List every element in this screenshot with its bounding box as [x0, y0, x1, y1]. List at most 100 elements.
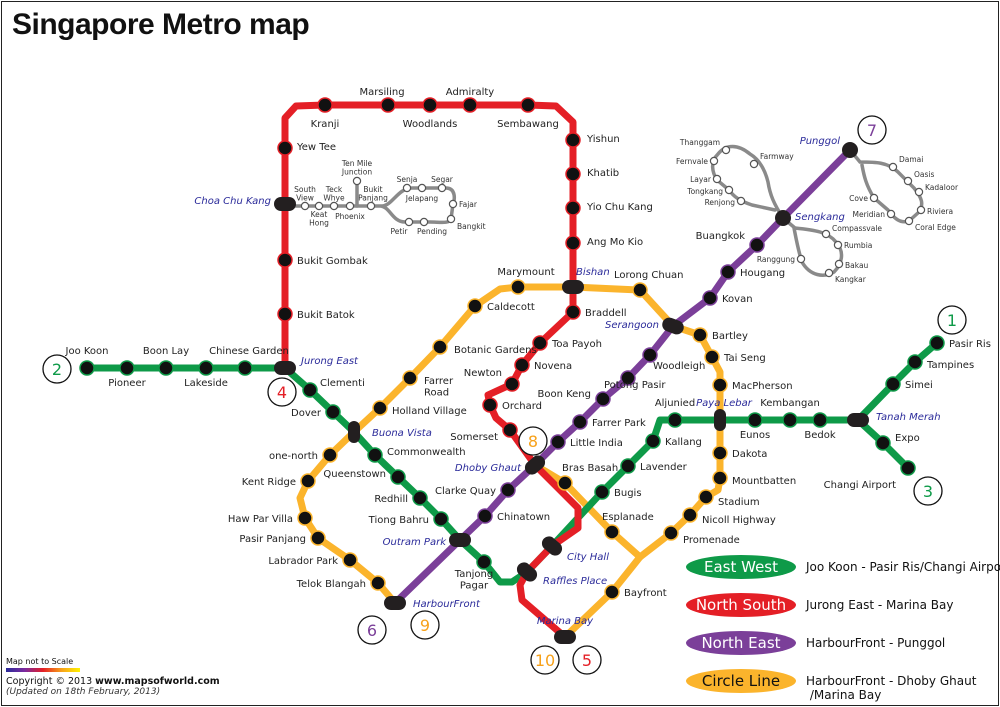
lrt-station-south-view[interactable] — [300, 201, 310, 211]
station-one-north[interactable] — [322, 447, 338, 463]
station-tanjong-pagar[interactable] — [476, 554, 492, 570]
station-yio-chu-kang[interactable] — [565, 200, 581, 216]
station-clarke-quay[interactable] — [500, 482, 516, 498]
lrt-station-ten-mile-junction[interactable] — [352, 176, 362, 186]
station-woodlands[interactable] — [422, 97, 438, 113]
interchange-tanah-merah[interactable] — [847, 413, 869, 427]
station-farrer-road[interactable] — [402, 370, 418, 386]
interchange-paya-lebar[interactable] — [714, 409, 726, 431]
station-bugis[interactable] — [594, 484, 610, 500]
station-toa-payoh[interactable] — [532, 335, 548, 351]
station-joo-koon[interactable] — [79, 360, 95, 376]
station-caldecott[interactable] — [467, 298, 483, 314]
lrt-station-thanggam[interactable] — [721, 145, 731, 155]
station-khatib[interactable] — [565, 166, 581, 182]
station-nicoll-highway[interactable] — [682, 507, 698, 523]
station-boon-lay[interactable] — [158, 360, 174, 376]
station-simei[interactable] — [885, 376, 901, 392]
station-bartley[interactable] — [692, 327, 708, 343]
lrt-station-rumbia[interactable] — [833, 240, 843, 250]
station-buangkok[interactable] — [749, 237, 765, 253]
interchange-sengkang[interactable] — [775, 210, 791, 226]
interchange-serangoon[interactable] — [660, 316, 685, 337]
station-bukit-gombak[interactable] — [277, 252, 293, 268]
lrt-station-damai[interactable] — [888, 162, 898, 172]
lrt-station-bukit-panjang[interactable] — [366, 201, 376, 211]
lrt-station-meridian[interactable] — [886, 209, 896, 219]
station-kovan[interactable] — [702, 290, 718, 306]
station-macpherson[interactable] — [712, 377, 728, 393]
station-lorong-chuan[interactable] — [632, 282, 648, 298]
station-stadium[interactable] — [698, 489, 714, 505]
station-braddell[interactable] — [565, 304, 581, 320]
lrt-station-kangkar[interactable] — [824, 268, 834, 278]
interchange-jurong-east[interactable] — [274, 361, 296, 375]
station-labrador-park[interactable] — [342, 552, 358, 568]
station-haw-par-villa[interactable] — [297, 510, 313, 526]
lrt-station-kadaloor[interactable] — [914, 187, 924, 197]
lrt-station-petir[interactable] — [404, 217, 414, 227]
station-expo[interactable] — [875, 435, 891, 451]
interchange-punggol[interactable] — [842, 142, 858, 158]
station-kembangan[interactable] — [782, 412, 798, 428]
lrt-station-fernvale[interactable] — [709, 156, 719, 166]
lrt-station-ranggung[interactable] — [796, 254, 806, 264]
station-bukit-batok[interactable] — [277, 306, 293, 322]
lrt-station-bakau[interactable] — [834, 259, 844, 269]
station-esplanade[interactable] — [604, 524, 620, 540]
station-kranji[interactable] — [317, 97, 333, 113]
station-pasir-ris[interactable] — [929, 335, 945, 351]
interchange-marina-bay[interactable] — [554, 630, 576, 644]
lrt-station-layar[interactable] — [712, 174, 722, 184]
station-holland-village[interactable] — [372, 400, 388, 416]
lrt-station-tongkang[interactable] — [724, 185, 734, 195]
station-marsiling[interactable] — [380, 97, 396, 113]
station-lakeside[interactable] — [198, 360, 214, 376]
lrt-station-senja[interactable] — [402, 183, 412, 193]
station-pioneer[interactable] — [119, 360, 135, 376]
interchange-raffles-place[interactable] — [514, 560, 540, 585]
station-hougang[interactable] — [720, 264, 736, 280]
station-promenade[interactable] — [663, 525, 679, 541]
lrt-station-coral-edge[interactable] — [904, 216, 914, 226]
interchange-buona-vista[interactable] — [348, 421, 360, 443]
lrt-station-fajar[interactable] — [448, 199, 458, 209]
station-tai-seng[interactable] — [704, 349, 720, 365]
station-mountbatten[interactable] — [712, 470, 728, 486]
station-dakota[interactable] — [712, 445, 728, 461]
station-yishun[interactable] — [565, 132, 581, 148]
station-bras-basah[interactable] — [557, 475, 573, 491]
station-lavender[interactable] — [620, 458, 636, 474]
lrt-station-farmway[interactable] — [749, 159, 759, 169]
station-kent-ridge[interactable] — [300, 473, 316, 489]
station-woodleigh[interactable] — [642, 347, 658, 363]
station-telok-blangah[interactable] — [370, 575, 386, 591]
station-yew-tee[interactable] — [277, 140, 293, 156]
interchange-bishan[interactable] — [562, 280, 584, 294]
station-newton[interactable] — [504, 376, 520, 392]
station-somerset[interactable] — [502, 422, 518, 438]
website-link[interactable]: www.mapsofworld.com — [95, 676, 220, 687]
station-kallang[interactable] — [645, 433, 661, 449]
station-pasir-panjang[interactable] — [310, 530, 326, 546]
interchange-city-hall[interactable] — [539, 534, 565, 559]
station-chinese-garden[interactable] — [237, 360, 253, 376]
lrt-station-renjong[interactable] — [736, 196, 746, 206]
station-little-india[interactable] — [550, 434, 566, 450]
lrt-station-compassvale[interactable] — [821, 229, 831, 239]
station-chinatown[interactable] — [477, 508, 493, 524]
station-commonwealth[interactable] — [367, 447, 383, 463]
lrt-station-phoenix[interactable] — [345, 201, 355, 211]
station-novena[interactable] — [514, 357, 530, 373]
station-clementi[interactable] — [302, 382, 318, 398]
station-dover[interactable] — [325, 404, 341, 420]
lrt-station-teck-whye[interactable] — [329, 201, 339, 211]
station-bayfront[interactable] — [604, 584, 620, 600]
lrt-station-jelapang[interactable] — [417, 183, 427, 193]
station-redhill[interactable] — [412, 490, 428, 506]
station-tampines[interactable] — [907, 354, 923, 370]
station-bedok[interactable] — [812, 412, 828, 428]
interchange-outram-park[interactable] — [449, 533, 471, 547]
interchange-harbourfront[interactable] — [384, 596, 406, 610]
station-orchard[interactable] — [482, 397, 498, 413]
